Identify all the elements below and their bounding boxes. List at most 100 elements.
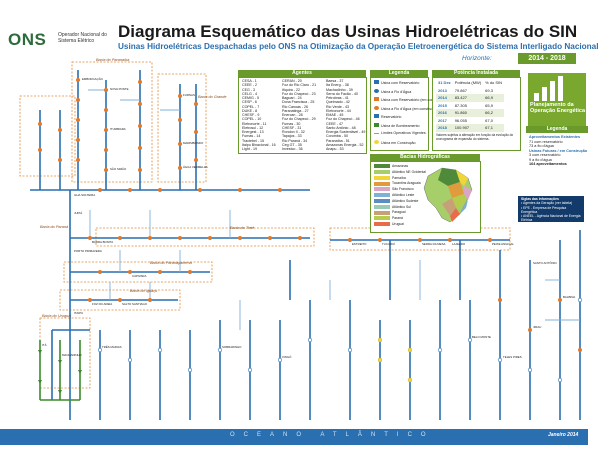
agent-entry: COPEL - 7	[242, 104, 260, 109]
sigla-line: • MME - Ministério de Minas e Energia	[521, 222, 579, 227]
potencia-note: Valores sujeitos à alteração em função d…	[436, 133, 514, 141]
basin-box-sfrancisco-upper	[19, 95, 76, 177]
col-header-date: 31 Dez	[438, 80, 451, 86]
plant-label: XINGÓ	[282, 355, 292, 359]
agent-entry: Rio Verde - 43	[326, 104, 349, 109]
plant-label: JIRAU	[533, 325, 542, 329]
agent-entry: Enercan - 28	[282, 113, 303, 117]
agents-panel	[238, 77, 367, 154]
plant-label: PEIXE ANGICAL	[492, 242, 514, 246]
basin-box-north	[329, 227, 511, 251]
plant-label: PORTO PRIMAVERA	[74, 249, 102, 253]
potencia-cell-year: 2014	[436, 94, 453, 102]
agent-entry: Rondon II - 32	[282, 130, 305, 134]
planejamento-logo	[528, 73, 586, 127]
bacia-swatch	[374, 216, 390, 221]
potencia-cell-year: 2016	[436, 109, 453, 117]
agent-entry: Eletronorte - 44	[326, 108, 351, 113]
bacia-label: Paraguai	[392, 210, 406, 215]
bacia-label: Parnaíba	[392, 175, 406, 180]
bacia-item: Tocantins Araguaia	[374, 181, 421, 186]
agent-entry: Eletrosul - 12	[242, 125, 264, 130]
plant-label: MACHADINHO	[62, 353, 82, 357]
bacia-item: Paraná	[374, 216, 403, 221]
legend-item: Usina a Fio d'Água (em construção)	[374, 105, 438, 111]
legend-item: Reservatório	[374, 114, 401, 119]
ocean-label: OCEANO ATLÂNTICO	[230, 432, 435, 438]
potencia-cell-mw: 96.055	[454, 117, 467, 123]
plant-label: ITAIPU	[74, 311, 84, 315]
legend-symbol-icon	[374, 105, 379, 110]
plant-label: JUPIÁ	[74, 211, 83, 215]
agent-entry: Tapajos - 33	[282, 134, 302, 139]
potencia-cell-pct: 65,9	[485, 102, 493, 108]
bacia-swatch	[374, 222, 390, 227]
legend-item-label: Limites Operativos Vigentes	[381, 131, 426, 135]
basin-label-tiete: Bacia do Tietê	[230, 226, 255, 230]
plant-label: ITÁ	[42, 343, 47, 347]
legend-panel	[370, 77, 429, 151]
ocean-band	[0, 429, 588, 445]
agent-entry: Tractebel - 15	[242, 138, 265, 143]
potencia-cell-year: 2018	[436, 124, 453, 132]
siglas-title: Siglas das Informações	[521, 197, 559, 201]
bacia-label: Amazonas	[392, 164, 409, 168]
potencia-cell-pct: 66,9	[483, 94, 505, 102]
basin-box-iguacu	[59, 289, 181, 311]
potencia-cell-mw: 100.907	[452, 124, 484, 132]
bacia-item: São Francisco	[374, 187, 414, 192]
agent-entry: COPEL - 10	[242, 117, 262, 122]
plant-label: SERRA DA MESA	[422, 242, 446, 246]
footer-date: Janeiro 2014	[548, 432, 579, 438]
siglas-lines: • Agentes da Geração (ver tabela)• EPE -…	[521, 201, 581, 235]
agent-entry: Queimado - 42	[326, 100, 350, 105]
planejamento-label: Planejamento da Operação Energética	[530, 102, 586, 114]
bacia-item: Atlântico NE Ocidental	[374, 170, 426, 174]
legend-item-label: Usina a Fio d'Água	[381, 89, 412, 94]
legend-symbol-icon	[374, 88, 379, 93]
agents-header: Agentes	[238, 70, 366, 77]
legend2-line: 9 a fio d'água	[529, 157, 552, 162]
bacia-swatch	[374, 193, 390, 198]
basin-label-iguacu: Bacia do Iguaçu	[130, 289, 158, 293]
sigla-line: • ANEEL - Agência Nacional de Energia El…	[521, 214, 581, 223]
basin-label-paranapanema: Bacia do Paranapanema	[150, 261, 192, 265]
basin-box-tiete	[95, 227, 315, 247]
plant-label: CAPIVARA	[132, 274, 147, 278]
agent-entry: Paranaíba - 51	[326, 138, 350, 143]
potencia-cell-mw: 79.867	[454, 87, 467, 93]
agent-entry: Light - 19	[242, 147, 257, 151]
basin-box-paranapanema	[63, 261, 213, 283]
basin-label-uruguai: Bacia do Uruguai	[42, 314, 72, 318]
basin-box-paranaiba	[71, 61, 153, 183]
plant-label: SOBRADINHO	[222, 345, 242, 349]
legend-item-label: Usina de Bombeamento	[381, 123, 420, 128]
agent-entry: CESA - 1	[242, 79, 257, 83]
plant-label: EMBORCAÇÃO	[82, 77, 103, 81]
agent-entry: Foz do Chapecó - 23	[282, 91, 316, 96]
agent-entry: DUKE - 8	[242, 108, 258, 113]
brazil-map	[423, 167, 473, 223]
bars-icon	[534, 76, 563, 101]
legend-item-label: Usina com Reservatório (em construção)	[381, 98, 447, 102]
agent-entry: Machadinho - 39	[326, 87, 353, 92]
bacia-label: Atlântico NE Ocidental	[392, 169, 426, 174]
plant-label: TRÊS MARIAS	[102, 345, 122, 349]
plant-label: BELO MONTE	[472, 335, 491, 339]
plant-label: ITUMBIARA	[110, 127, 126, 131]
potencia-cell-mw: 83.427	[452, 94, 484, 102]
basin-label-paranaiba: Bacia do Paranaíba	[96, 58, 130, 62]
col-header-mw: Potência (MW)	[454, 80, 482, 86]
plant-label: SANTO ANTÔNIO	[533, 261, 557, 265]
agent-entry: Itaipu Binacional - 16	[242, 142, 276, 147]
agent-entry: Rio Paraná - 34	[282, 138, 308, 143]
page-subtitle: Usinas Hidroelétricas Despachadas pelo O…	[118, 42, 599, 51]
legend-item-label: Usina com Reservatório	[381, 81, 420, 85]
agent-entry: CHESF - 31	[282, 125, 302, 130]
agent-entry: Eletronorte - 11	[242, 121, 267, 126]
